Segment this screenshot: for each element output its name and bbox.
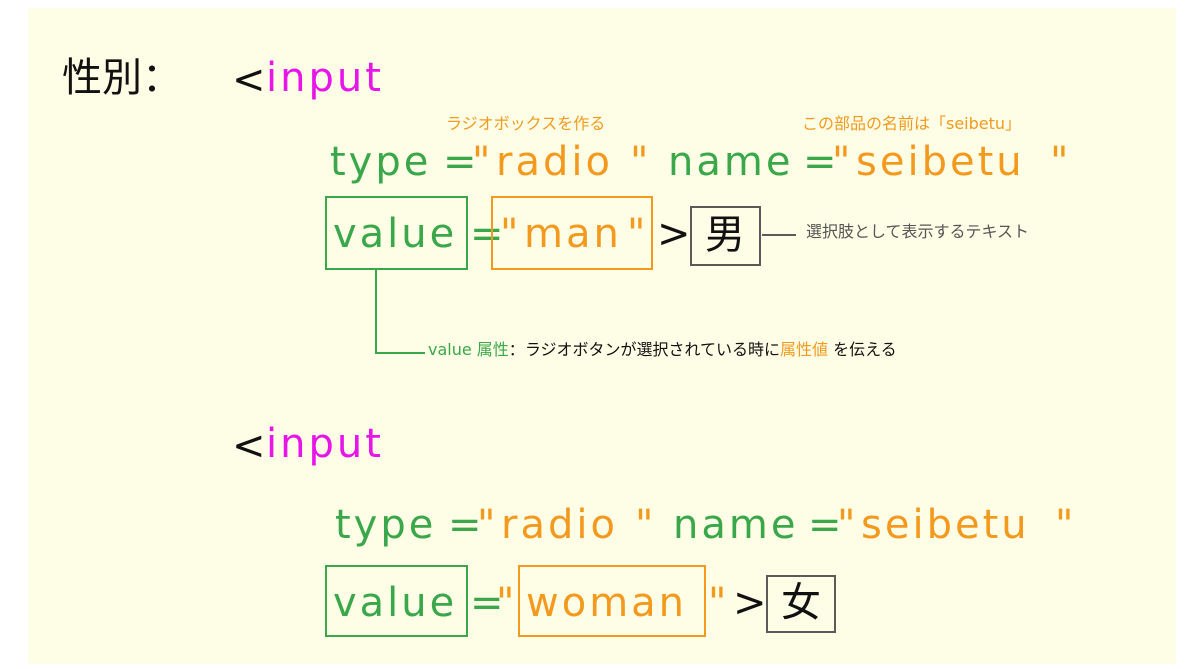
b2-quote-2: " [635, 502, 657, 548]
note-value-mid: ラジオボタンが選択されている時に [524, 340, 781, 359]
b1-quote-4: " [1050, 139, 1072, 185]
b2-quote-6: " [708, 580, 730, 626]
b1-value-attr: value [333, 211, 458, 257]
b2-name-val: seibetu [861, 502, 1030, 548]
note-name: この部品の名前は「seibetu」 [802, 114, 1022, 133]
b1-tag-open: < [232, 57, 269, 103]
gender-label: 性別： [62, 55, 182, 101]
b2-quote-5: " [496, 580, 518, 626]
note-display: 選択肢として表示するテキスト [806, 222, 1030, 241]
diagram-panel [28, 8, 1176, 664]
b2-quote-1: " [477, 502, 499, 548]
b1-value-val: man [524, 211, 622, 257]
note-value: value 属性：ラジオボタンが選択されている時に属性値 を伝える [428, 342, 897, 358]
b2-eq-3: = [470, 580, 507, 626]
b1-display-text: 男 [705, 212, 745, 258]
b2-display-box [766, 575, 836, 633]
b2-tag-open: < [232, 423, 269, 469]
b1-value-attr-box [325, 196, 468, 270]
b1-quote-3: " [832, 139, 854, 185]
b2-eq-2: = [808, 502, 845, 548]
b2-name-attr: name [673, 502, 799, 548]
b2-value-attr: value [333, 580, 458, 626]
b2-value-val: woman [526, 580, 688, 626]
b2-display-text: 女 [781, 580, 821, 626]
note-value-suffix: を伝える [828, 340, 897, 359]
b1-eq-3: = [470, 211, 507, 257]
note-value-attrval: 属性値 [780, 340, 829, 359]
b2-value-val-box [518, 565, 706, 637]
b2-quote-3: " [837, 502, 859, 548]
b1-type-val: radio [496, 139, 613, 185]
b1-quote-5: " [500, 211, 522, 257]
b2-value-attr-box [325, 565, 468, 637]
b2-tag-close: > [733, 580, 770, 626]
note-value-attr: value 属性 [428, 340, 509, 359]
b1-type-attr: type [330, 139, 432, 185]
b2-type-attr: type [335, 502, 437, 548]
b1-quote-6: " [627, 211, 649, 257]
b1-value-val-box [491, 196, 653, 270]
value-connector-h [375, 352, 425, 354]
b1-eq-1: = [443, 139, 480, 185]
b1-name-val: seibetu [856, 139, 1025, 185]
value-connector-v [375, 270, 377, 354]
b2-quote-4: " [1055, 502, 1077, 548]
b2-eq-1: = [448, 502, 485, 548]
b1-quote-1: " [472, 139, 494, 185]
note-type: ラジオボックスを作る [446, 114, 606, 133]
display-connector [762, 234, 796, 236]
b2-tag-name: input [266, 421, 384, 467]
b1-quote-2: " [630, 139, 652, 185]
b1-eq-2: = [803, 139, 840, 185]
b1-tag-name: input [266, 55, 384, 101]
b1-tag-close: > [657, 211, 694, 257]
b2-type-val: radio [501, 502, 618, 548]
b1-name-attr: name [668, 139, 794, 185]
b1-display-box [690, 206, 761, 266]
note-value-colon: ： [508, 340, 525, 359]
